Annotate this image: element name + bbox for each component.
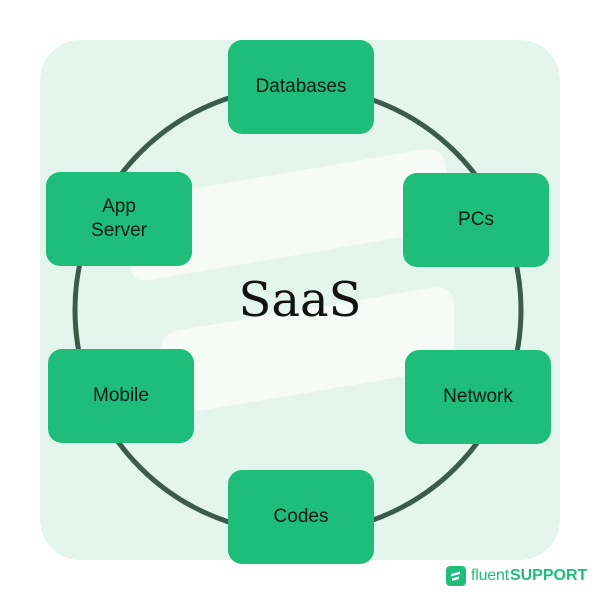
center-label: SaaS <box>238 272 362 328</box>
node-codes: Codes <box>228 470 374 564</box>
node-mobile: Mobile <box>48 349 194 443</box>
fluent-support-logo-icon <box>446 566 466 586</box>
node-databases: Databases <box>228 40 374 134</box>
brand-word-fluent: fluent <box>471 567 509 584</box>
background-stripe-bottom <box>160 287 454 415</box>
background-stripe-top <box>130 149 446 281</box>
node-app-server: App Server <box>46 172 192 266</box>
node-pcs: PCs <box>403 173 549 267</box>
node-network: Network <box>405 350 551 444</box>
brand-word-support: SUPPORT <box>509 567 588 584</box>
brand-logo: fluentSUPPORT <box>446 566 587 586</box>
